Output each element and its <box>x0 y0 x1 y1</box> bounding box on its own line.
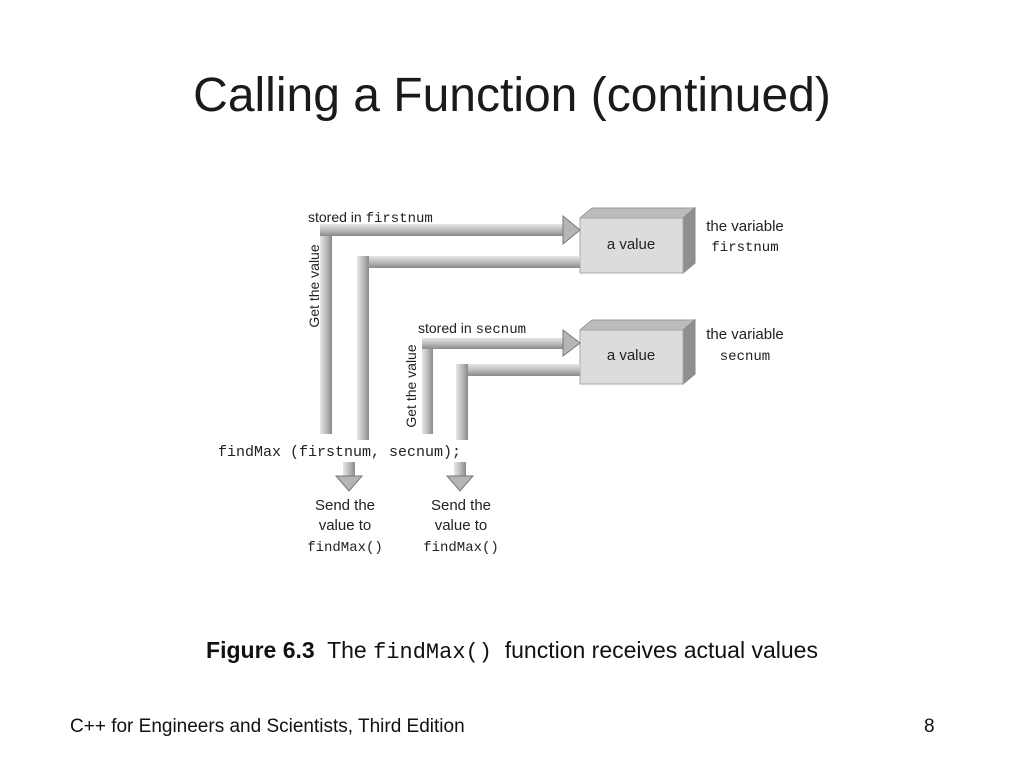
get-pipe-secnum <box>456 364 580 440</box>
footer-book-title: C++ for Engineers and Scientists, Third … <box>70 716 465 737</box>
send-line1-firstnum: Send the <box>315 497 375 514</box>
get-value-label-firstnum: Get the value <box>306 244 322 327</box>
get-pipe-firstnum <box>357 256 580 440</box>
caption-text-pre: The <box>327 637 367 663</box>
caption-code: findMax() <box>373 640 492 665</box>
secnum-value-box <box>578 318 697 386</box>
slide-title: Calling a Function (continued) <box>193 69 831 122</box>
page-number: 8 <box>924 716 935 737</box>
box-label-secnum: a value <box>607 347 655 364</box>
send-arrow-secnum <box>445 462 475 492</box>
figure-caption: Figure 6.3 The findMax() function receiv… <box>0 637 1024 665</box>
variable-name-secnum: secnum <box>720 349 770 365</box>
box-label-firstnum: a value <box>607 236 655 253</box>
send-line2-secnum: value to <box>435 517 488 534</box>
variable-text-firstnum: the variable <box>706 218 784 235</box>
figure-label: Figure 6.3 <box>206 637 315 663</box>
send-line3-secnum: findMax() <box>423 540 499 556</box>
send-line1-secnum: Send the <box>431 497 491 514</box>
variable-text-secnum: the variable <box>706 326 784 343</box>
store-arrow-secnum <box>422 328 581 434</box>
stored-label-firstnum: stored in firstnum <box>308 209 433 227</box>
stored-label-secnum: stored in secnum <box>418 320 526 338</box>
get-value-label-secnum: Get the value <box>403 344 419 427</box>
firstnum-value-box <box>578 206 697 275</box>
variable-name-firstnum: firstnum <box>711 240 778 256</box>
caption-text-post: function receives actual values <box>504 637 818 663</box>
send-line2-firstnum: value to <box>319 517 372 534</box>
store-arrow-firstnum <box>320 214 581 434</box>
send-arrow-firstnum <box>334 462 364 492</box>
call-statement: findMax (firstnum, secnum); <box>218 444 461 461</box>
send-line3-firstnum: findMax() <box>307 540 383 556</box>
